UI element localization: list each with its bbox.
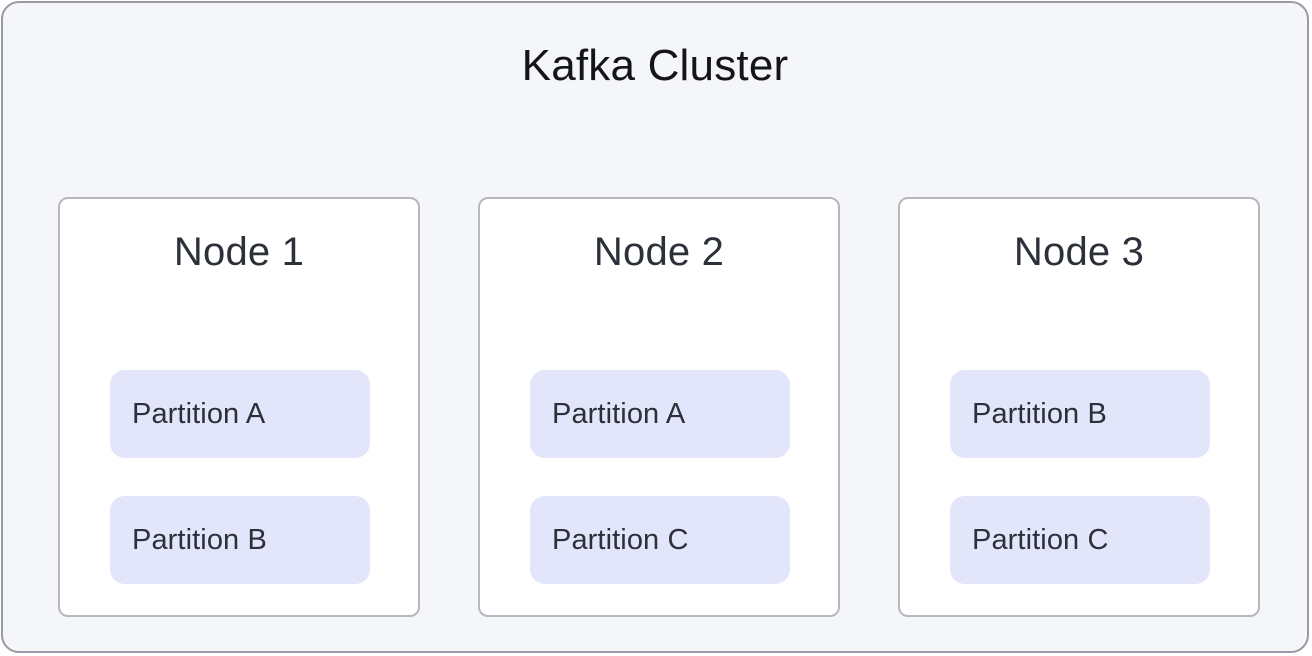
partition-list: Partition A Partition B (110, 370, 370, 584)
node-card-1[interactable]: Node 1 Partition A Partition B (58, 197, 420, 617)
partition-pill[interactable]: Partition B (110, 496, 370, 584)
node-title: Node 2 (593, 230, 725, 274)
partition-list: Partition A Partition C (530, 370, 790, 584)
partition-list: Partition B Partition C (950, 370, 1210, 584)
node-card-2[interactable]: Node 2 Partition A Partition C (478, 197, 840, 617)
partition-pill[interactable]: Partition C (530, 496, 790, 584)
partition-pill[interactable]: Partition A (530, 370, 790, 458)
node-card-3[interactable]: Node 3 Partition B Partition C (898, 197, 1260, 617)
cluster-title: Kafka Cluster (521, 41, 789, 90)
node-title: Node 1 (173, 230, 305, 274)
nodes-row: Node 1 Partition A Partition B Node 2 Pa… (58, 197, 1260, 617)
partition-pill[interactable]: Partition C (950, 496, 1210, 584)
partition-pill[interactable]: Partition B (950, 370, 1210, 458)
node-title: Node 3 (1013, 230, 1145, 274)
partition-pill[interactable]: Partition A (110, 370, 370, 458)
